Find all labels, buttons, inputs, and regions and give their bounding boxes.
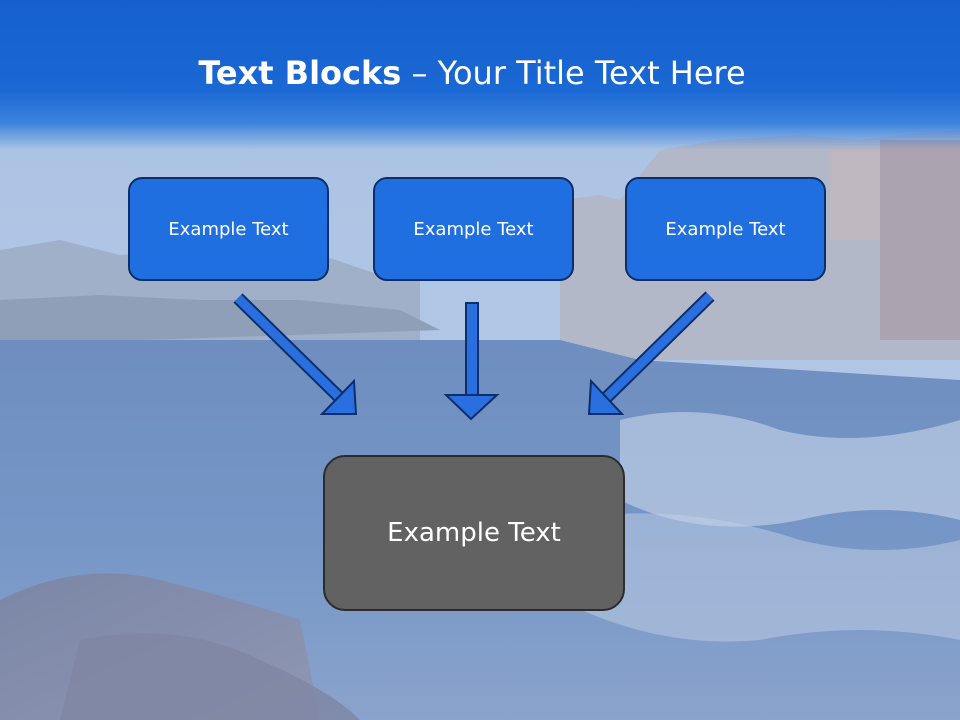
result-block-label: Example Text <box>387 518 561 548</box>
text-block-2-label: Example Text <box>413 218 534 240</box>
text-block-3[interactable]: Example Text <box>625 177 826 281</box>
arrow-right-to-center <box>587 291 715 415</box>
text-block-2[interactable]: Example Text <box>373 177 574 281</box>
title-band <box>0 0 960 150</box>
title-bold-part: Text Blocks <box>198 54 402 92</box>
slide-title: Text Blocks – Your Title Text Here <box>0 54 944 92</box>
arrow-left-to-center <box>233 293 358 415</box>
text-block-1-label: Example Text <box>168 218 289 240</box>
title-rest-part: – Your Title Text Here <box>401 54 746 92</box>
result-block[interactable]: Example Text <box>323 455 625 611</box>
text-block-1[interactable]: Example Text <box>128 177 329 281</box>
text-block-3-label: Example Text <box>665 218 786 240</box>
arrow-center-down <box>443 302 500 421</box>
